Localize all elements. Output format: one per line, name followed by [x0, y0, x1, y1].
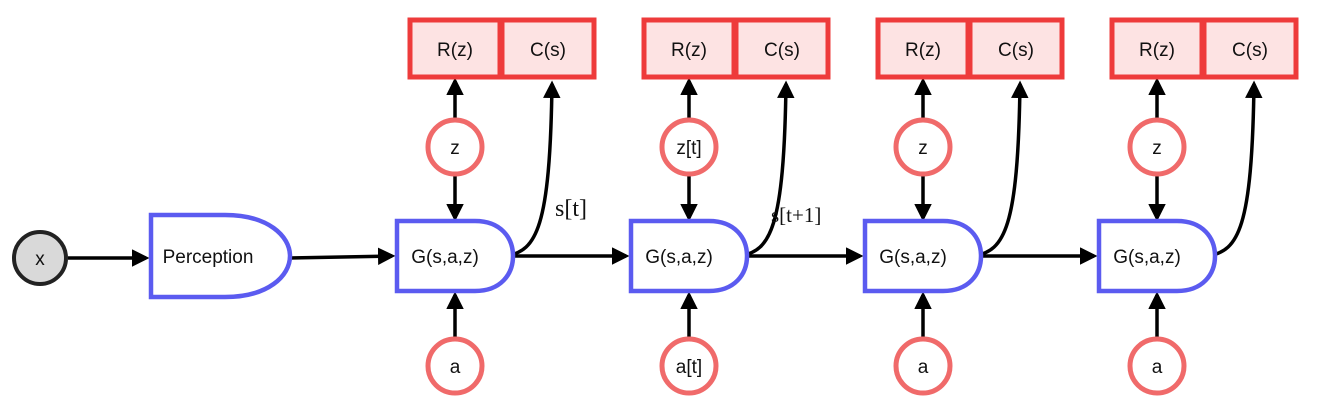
stage-4: R(z) C(s) zG(s,a,z) a [1096, 17, 1299, 396]
action-node: a[t] [659, 336, 719, 396]
cost-label: C(s) [530, 40, 566, 61]
predictor-gate: G(s,a,z) [1096, 218, 1218, 294]
input-node-label: x [35, 249, 45, 270]
predictor-label: G(s,a,z) [645, 247, 713, 268]
predictor-gate: G(s,a,z) [862, 218, 984, 294]
stage-2: R(z) C(s) z[t] G(s,a,z) a[t] s[t+1] [628, 17, 831, 396]
cost-label: C(s) [998, 40, 1034, 61]
reward-box: R(z) [407, 17, 503, 80]
input-node: x [12, 230, 68, 286]
latent-label: z [1152, 138, 1162, 159]
latent-label: z [918, 138, 928, 159]
edges-layer [68, 77, 1263, 339]
action-node: a [893, 336, 953, 396]
latent-label: z[t] [676, 138, 701, 159]
reward-label: R(z) [671, 40, 707, 61]
state-label: s[t] [555, 196, 587, 222]
state-label: s[t+1] [771, 203, 821, 227]
reward-box: R(z) [1109, 17, 1205, 80]
edge-state-to-cost-3 [974, 80, 1029, 258]
edge-state-to-cost-2 [740, 80, 795, 258]
cost-box: C(s) [1201, 17, 1299, 80]
latent-label: z [450, 138, 460, 159]
edge-perception-to-gate-1 [288, 247, 396, 266]
latent-node: z[t] [659, 117, 719, 177]
latent-node: z [425, 117, 485, 177]
cost-box: C(s) [499, 17, 597, 80]
action-label: a [1152, 357, 1163, 378]
latent-node: z [893, 117, 953, 177]
stages-layer: R(z) C(s) zG(s,a,z) a s[t] R(z) C(s) z[t] G(s,a,… [394, 17, 1299, 396]
reward-label: R(z) [437, 40, 473, 61]
action-label: a [450, 357, 461, 378]
latent-node: z [1127, 117, 1187, 177]
edge-state-to-cost-1 [506, 80, 561, 258]
predictor-label: G(s,a,z) [879, 247, 947, 268]
edge-state-to-cost-4 [1208, 80, 1263, 258]
action-label: a[t] [676, 357, 702, 378]
reward-label: R(z) [1139, 40, 1175, 61]
action-label: a [918, 357, 929, 378]
stage-1: R(z) C(s) zG(s,a,z) a s[t] [394, 17, 597, 396]
action-node: a [425, 336, 485, 396]
cost-label: C(s) [764, 40, 800, 61]
predictor-gate: G(s,a,z) [394, 218, 516, 294]
stage-3: R(z) C(s) zG(s,a,z) a [862, 17, 1065, 396]
perception-label: Perception [163, 247, 254, 268]
action-node: a [1127, 336, 1187, 396]
cost-label: C(s) [1232, 40, 1268, 61]
cost-box: C(s) [733, 17, 831, 80]
predictor-label: G(s,a,z) [1113, 247, 1181, 268]
predictor-gate: G(s,a,z) [628, 218, 750, 294]
cost-box: C(s) [967, 17, 1065, 80]
reward-box: R(z) [875, 17, 971, 80]
perception-module: Perception [148, 212, 293, 300]
reward-label: R(z) [905, 40, 941, 61]
predictor-label: G(s,a,z) [411, 247, 479, 268]
reward-box: R(z) [641, 17, 737, 80]
